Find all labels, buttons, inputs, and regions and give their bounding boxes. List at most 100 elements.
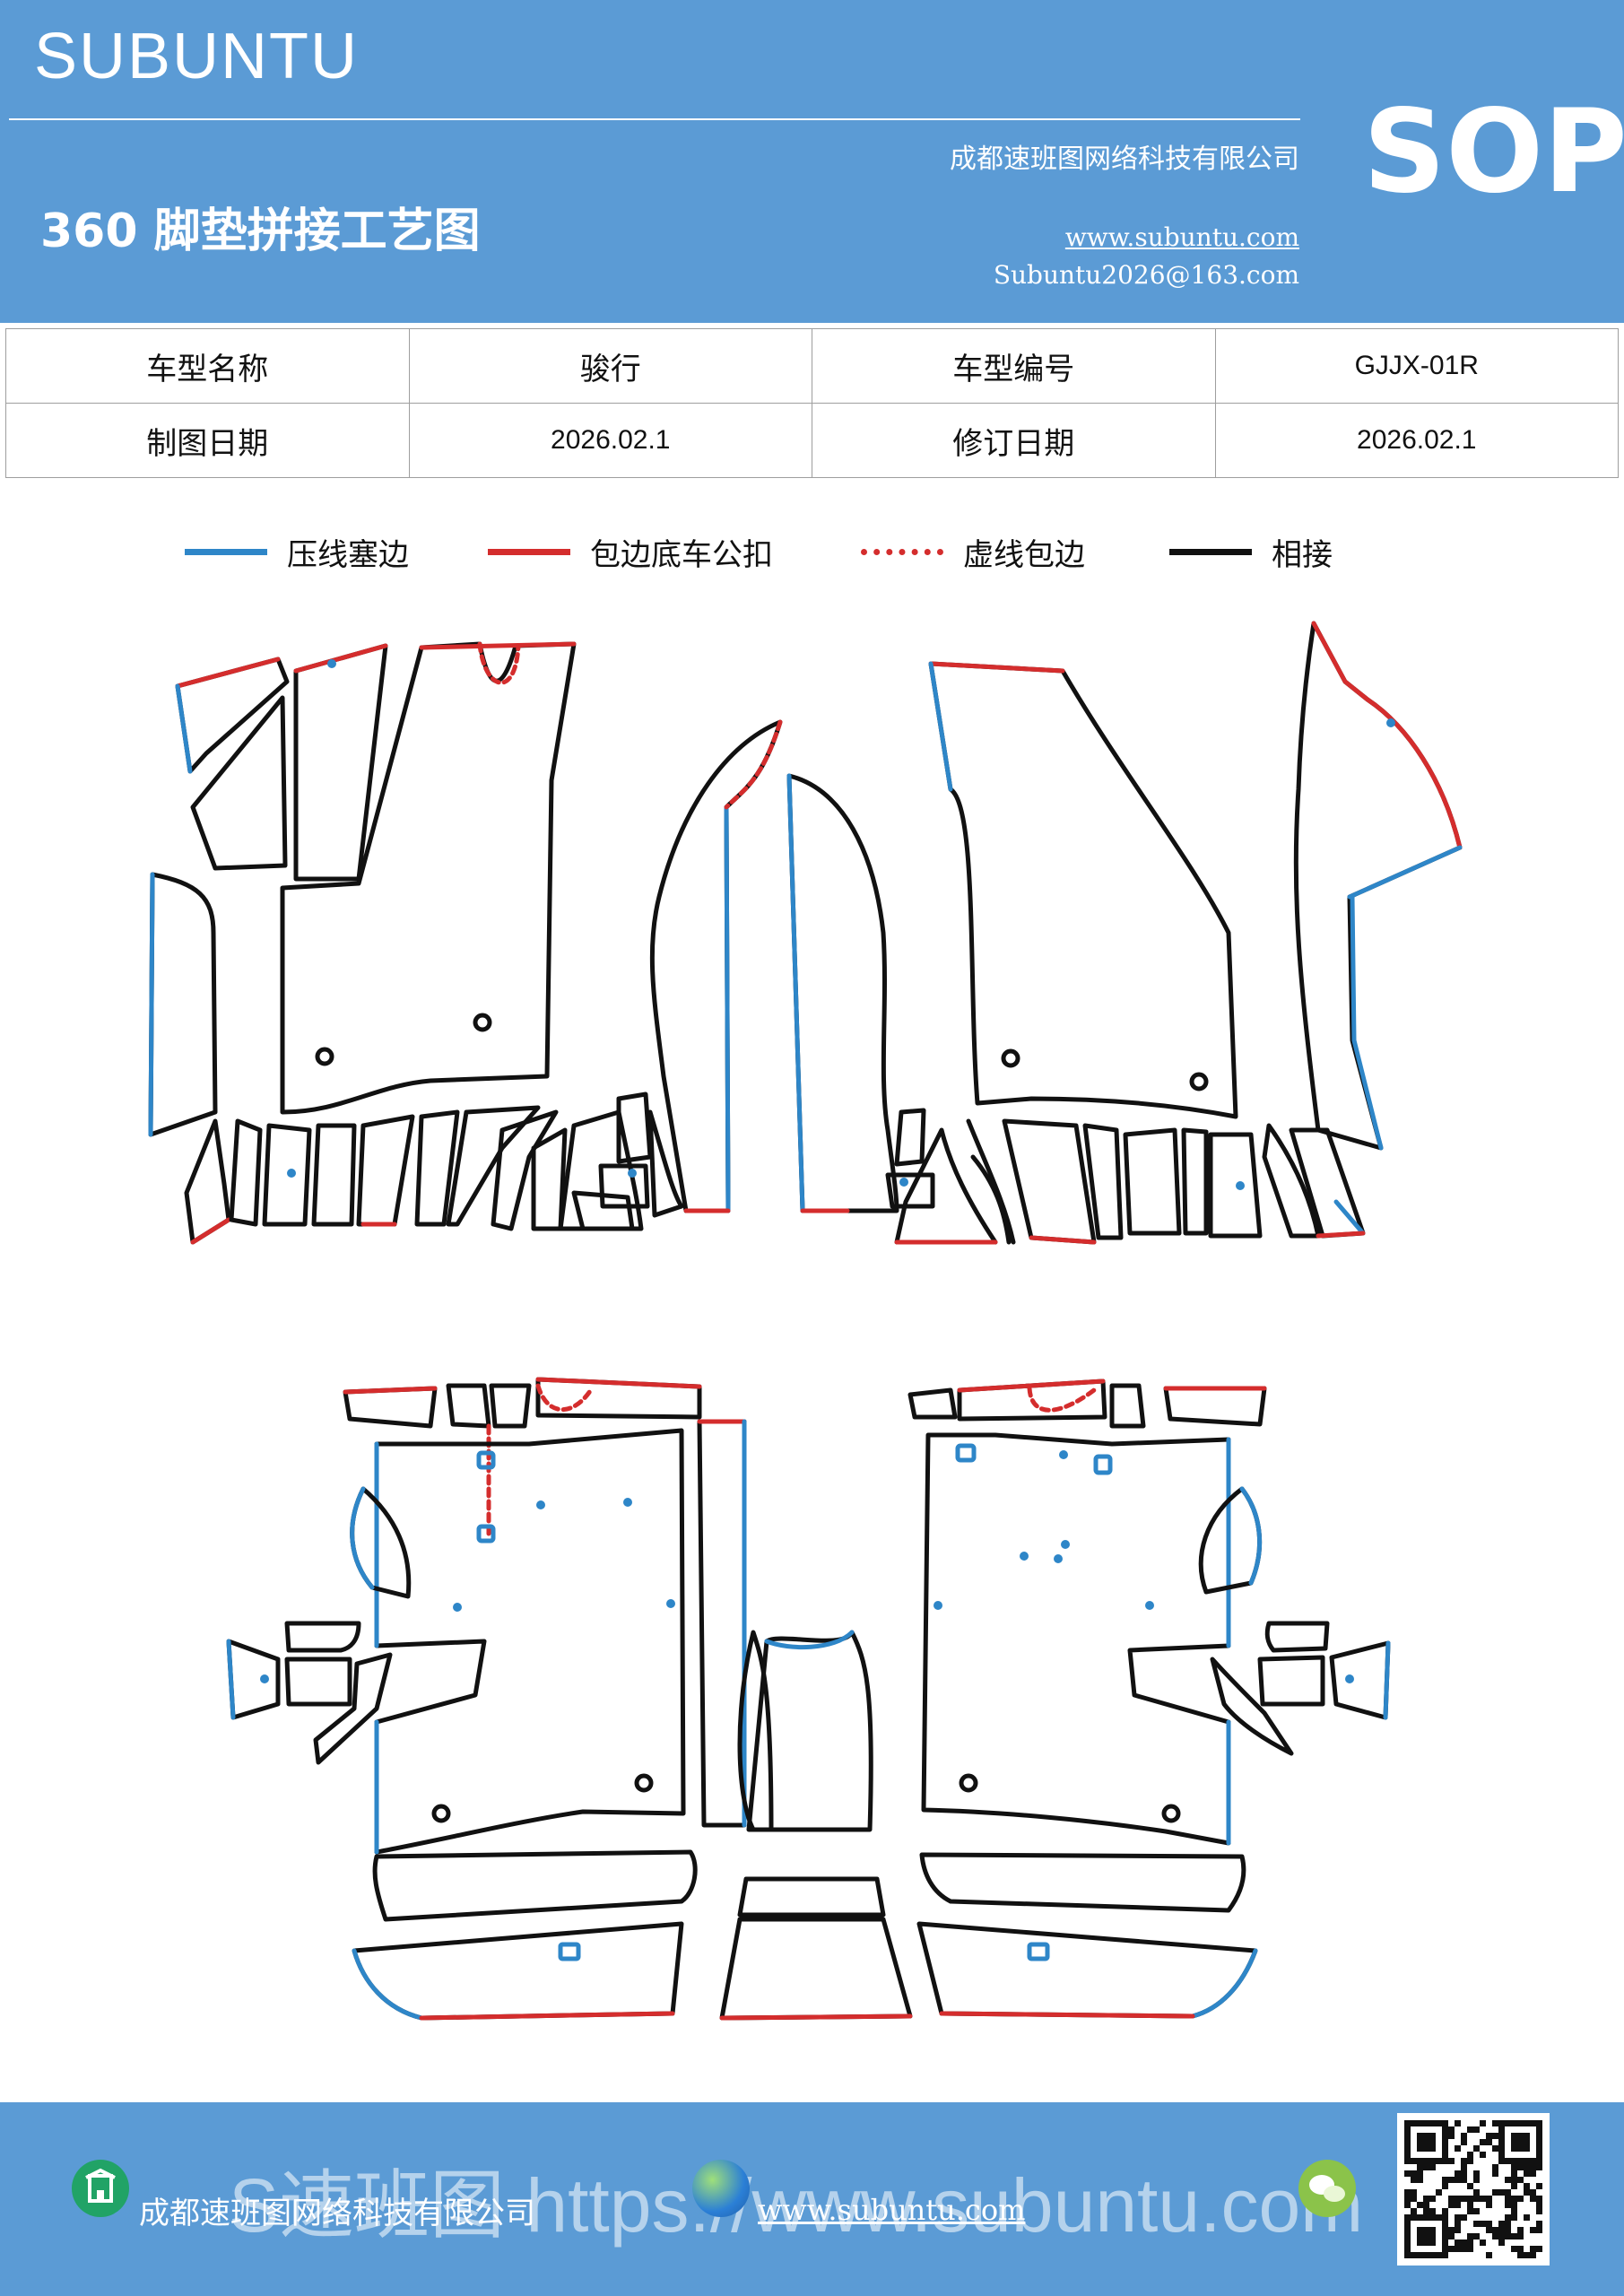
qr-module — [1486, 2252, 1492, 2258]
legend: 压线塞边 包边底车公扣 虚线包边 相接 — [0, 525, 1624, 578]
front-left-mat-group — [148, 641, 684, 1245]
qr-module — [1492, 2164, 1498, 2170]
qr-module — [1480, 2239, 1486, 2246]
qr-module — [1429, 2164, 1436, 2170]
qr-module — [1498, 2221, 1505, 2227]
legend-item: 包边底车公扣 — [488, 525, 773, 578]
qr-module — [1448, 2246, 1455, 2252]
qr-module — [1530, 2164, 1536, 2170]
qr-module — [1461, 2158, 1467, 2164]
qr-module — [1455, 2202, 1461, 2208]
rear-left-mat-group — [226, 1377, 747, 2021]
table-cell-label: 车型编号 — [812, 328, 1216, 404]
qr-module — [1448, 2158, 1455, 2164]
qr-module — [1448, 2196, 1455, 2202]
qr-module — [1404, 2202, 1411, 2208]
qr-module — [1486, 2139, 1492, 2145]
footer-website-link[interactable]: www.subuntu.com — [758, 2193, 1026, 2227]
legend-item: 相接 — [1169, 525, 1333, 578]
qr-module — [1429, 2196, 1436, 2202]
qr-module — [1436, 2189, 1442, 2196]
vehicle-info-table: 车型名称 骏行 车型编号 GJJX-01R 制图日期 2026.02.1 修订日… — [5, 328, 1619, 478]
qr-finder — [1417, 2227, 1436, 2246]
qr-module — [1473, 2233, 1480, 2239]
qr-module — [1486, 2221, 1492, 2227]
qr-module — [1517, 2164, 1524, 2170]
qr-module — [1517, 2252, 1524, 2258]
qr-module — [1524, 2252, 1530, 2258]
qr-module — [1467, 2233, 1473, 2239]
qr-module — [1461, 2164, 1467, 2170]
legend-swatch-red-dotted — [861, 548, 943, 555]
qr-module — [1498, 2239, 1505, 2246]
qr-module — [1467, 2126, 1473, 2133]
qr-module — [1492, 2170, 1498, 2177]
qr-module — [1511, 2177, 1517, 2183]
qr-module — [1473, 2170, 1480, 2177]
qr-module — [1448, 2227, 1455, 2233]
globe-icon — [692, 2160, 750, 2217]
qr-module — [1505, 2233, 1511, 2239]
qr-module — [1448, 2202, 1455, 2208]
qr-finder — [1417, 2133, 1436, 2152]
qr-module — [1530, 2170, 1536, 2177]
qr-module — [1536, 2246, 1542, 2252]
qr-module — [1511, 2214, 1517, 2221]
qr-module — [1486, 2133, 1492, 2139]
qr-module — [1511, 2170, 1517, 2177]
qr-module — [1455, 2246, 1461, 2252]
table-cell-label: 制图日期 — [5, 403, 410, 478]
qr-module — [1473, 2177, 1480, 2183]
qr-module — [1461, 2196, 1467, 2202]
qr-module — [1429, 2208, 1436, 2214]
qr-module — [1480, 2120, 1486, 2126]
qr-module — [1448, 2133, 1455, 2139]
qr-module — [1473, 2126, 1480, 2133]
footer-company-name: 成都速班图网络科技有限公司 — [139, 2196, 535, 2231]
qr-module — [1467, 2152, 1473, 2158]
legend-item: 压线塞边 — [185, 525, 409, 578]
qr-module — [1423, 2196, 1429, 2202]
qr-module — [1486, 2227, 1492, 2233]
qr-module — [1455, 2214, 1461, 2221]
footer-watermark: S速班图 https://www.subuntu.com — [229, 2163, 1364, 2248]
table-cell-label: 修订日期 — [812, 403, 1216, 478]
qr-module — [1455, 2227, 1461, 2233]
qr-code-pattern — [1404, 2120, 1542, 2258]
document-title: 360 脚垫拼接工艺图 — [40, 204, 481, 258]
qr-module — [1473, 2196, 1480, 2202]
qr-module — [1511, 2196, 1517, 2202]
qr-module — [1467, 2183, 1473, 2189]
qr-module — [1448, 2233, 1455, 2239]
qr-module — [1505, 2221, 1511, 2227]
qr-module — [1467, 2246, 1473, 2252]
brand-logo-text: SUBUNTU — [34, 21, 360, 92]
front-center-pieces — [649, 719, 899, 1213]
legend-label: 相接 — [1272, 536, 1333, 573]
qr-module — [1467, 2196, 1473, 2202]
qr-module — [1524, 2164, 1530, 2170]
qr-module — [1530, 2246, 1536, 2252]
qr-module — [1536, 2202, 1542, 2208]
qr-module — [1455, 2196, 1461, 2202]
qr-module — [1455, 2221, 1461, 2227]
table-cell-value: GJJX-01R — [1214, 328, 1619, 404]
qr-module — [1498, 2233, 1505, 2239]
qr-module — [1536, 2227, 1542, 2233]
qr-module — [1511, 2164, 1517, 2170]
qr-module — [1423, 2208, 1429, 2214]
qr-module — [1492, 2133, 1498, 2139]
header-website-link[interactable]: www.subuntu.com — [1064, 222, 1299, 252]
qr-module — [1467, 2202, 1473, 2208]
qr-module — [1467, 2158, 1473, 2164]
qr-module — [1442, 2177, 1448, 2183]
header-company-name: 成都速班图网络科技有限公司 — [950, 144, 1299, 175]
qr-module — [1511, 2208, 1517, 2214]
qr-module — [1455, 2177, 1461, 2183]
qr-module — [1461, 2133, 1467, 2139]
qr-module — [1448, 2177, 1455, 2183]
sop-label: SOP — [1363, 85, 1624, 219]
qr-module — [1486, 2196, 1492, 2202]
qr-module — [1492, 2227, 1498, 2233]
qr-module — [1404, 2170, 1411, 2177]
